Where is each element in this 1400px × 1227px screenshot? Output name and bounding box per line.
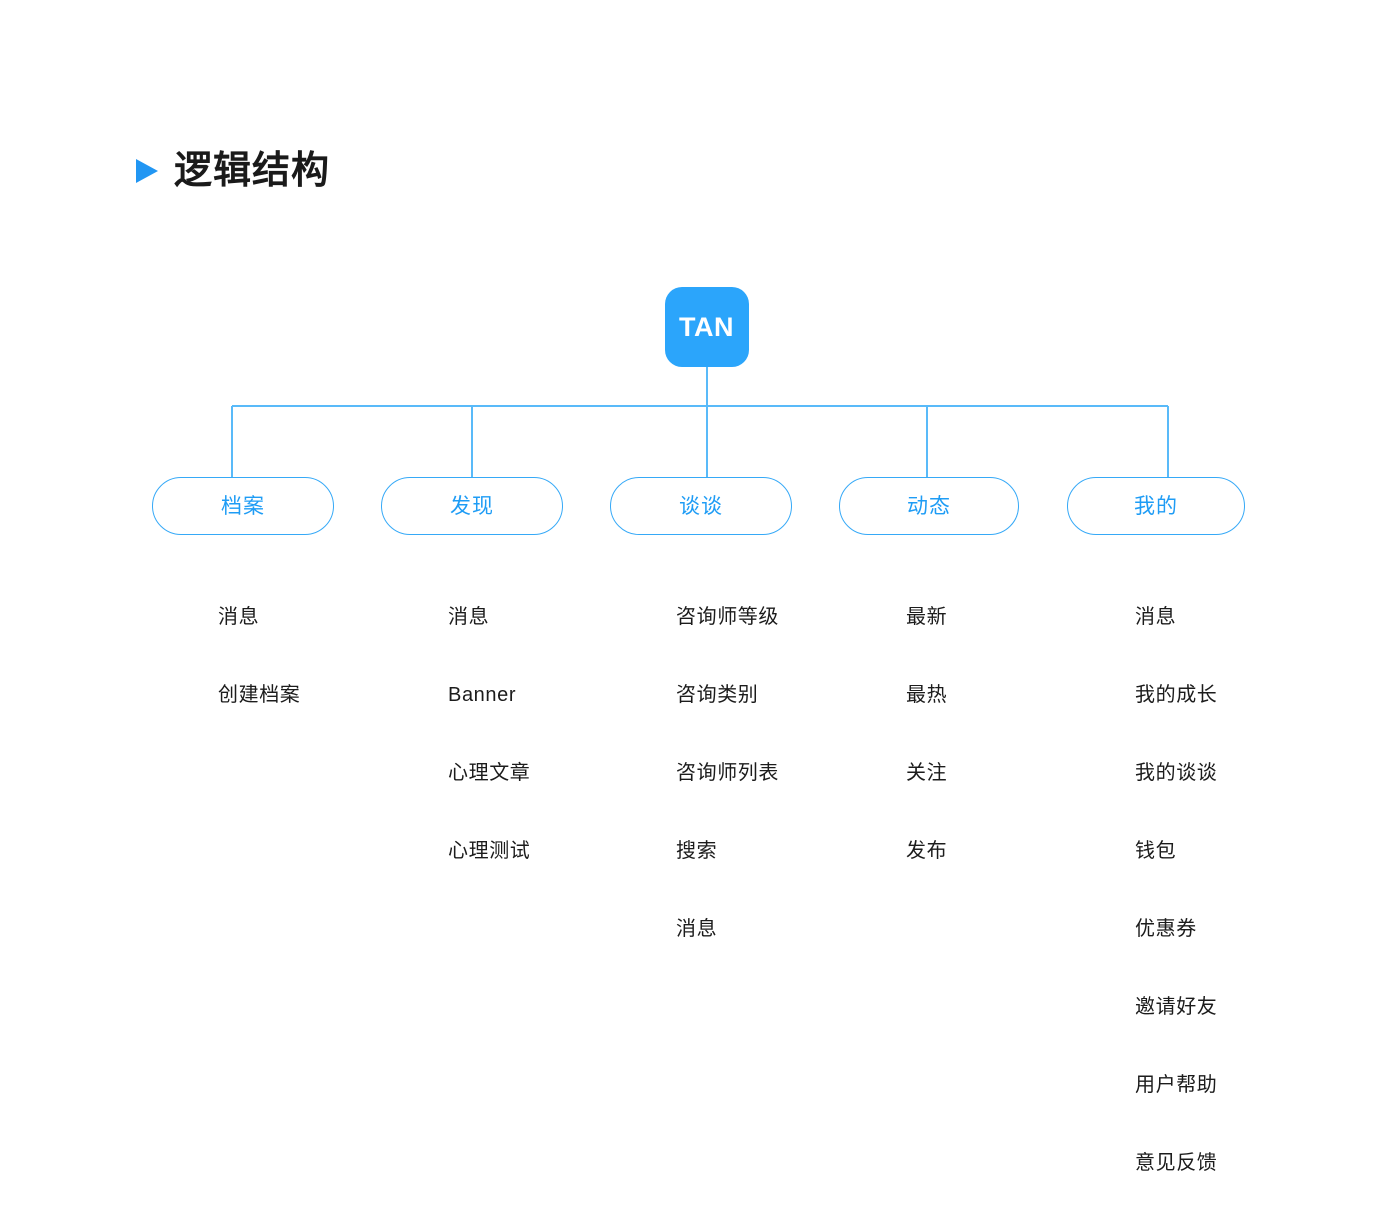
- leaf-column-tantan: 咨询师等级 咨询类别 咨询师列表 搜索 消息: [676, 603, 876, 993]
- root-logo-text: TAN: [679, 311, 734, 342]
- leaf-item: 最热: [906, 684, 948, 706]
- leaf-column-wode: 消息 我的成长 我的谈谈 钱包 优惠券 邀请好友 用户帮助 意见反馈: [1135, 603, 1335, 1227]
- leaf-item: 创建档案: [218, 684, 301, 706]
- branch-pill-faxian[interactable]: 发现: [381, 477, 563, 535]
- leaf-column-dongtai: 最新 最热 关注 发布: [906, 603, 1106, 915]
- leaf-item: 关注: [906, 762, 948, 784]
- leaf-column-dangan: 消息 创建档案: [218, 603, 418, 759]
- page-title: 逻辑结构: [174, 150, 331, 192]
- branch-pill-label: 谈谈: [679, 494, 723, 518]
- branch-pill-dangan[interactable]: 档案: [152, 477, 334, 535]
- logo-dot-icon: [741, 280, 746, 285]
- leaf-item: 心理测试: [448, 840, 531, 862]
- leaf-item: Banner: [448, 684, 517, 706]
- branch-pill-tantan[interactable]: 谈谈: [610, 477, 792, 535]
- leaf-item: 咨询师列表: [676, 762, 779, 784]
- branch-pill-dongtai[interactable]: 动态: [839, 477, 1019, 535]
- leaf-item: 咨询类别: [676, 684, 759, 706]
- leaf-item: 咨询师等级: [676, 606, 779, 628]
- leaf-item: 搜索: [676, 840, 718, 862]
- leaf-item: 我的成长: [1135, 684, 1218, 706]
- leaf-item: 心理文章: [448, 762, 531, 784]
- leaf-column-faxian: 消息 Banner 心理文章 心理测试: [448, 603, 648, 915]
- leaf-item: 我的谈谈: [1135, 762, 1218, 784]
- leaf-item: 发布: [906, 840, 948, 862]
- leaf-item: 用户帮助: [1135, 1074, 1218, 1096]
- triangle-right-icon: [136, 159, 158, 183]
- branch-pill-label: 动态: [907, 494, 951, 518]
- leaf-item: 消息: [1135, 606, 1177, 628]
- page-header: 逻辑结构: [136, 152, 330, 190]
- leaf-item: 优惠券: [1135, 918, 1197, 940]
- branch-pill-label: 我的: [1134, 494, 1178, 518]
- branch-pill-wode[interactable]: 我的: [1067, 477, 1245, 535]
- leaf-item: 邀请好友: [1135, 996, 1218, 1018]
- leaf-item: 消息: [676, 918, 718, 940]
- branch-pill-label: 发现: [450, 494, 494, 518]
- leaf-item: 消息: [448, 606, 490, 628]
- root-node-logo: TAN: [665, 280, 749, 367]
- leaf-item: 意见反馈: [1135, 1152, 1218, 1174]
- branch-pill-label: 档案: [221, 494, 265, 518]
- leaf-item: 最新: [906, 606, 948, 628]
- leaf-item: 消息: [218, 606, 260, 628]
- leaf-item: 钱包: [1135, 840, 1177, 862]
